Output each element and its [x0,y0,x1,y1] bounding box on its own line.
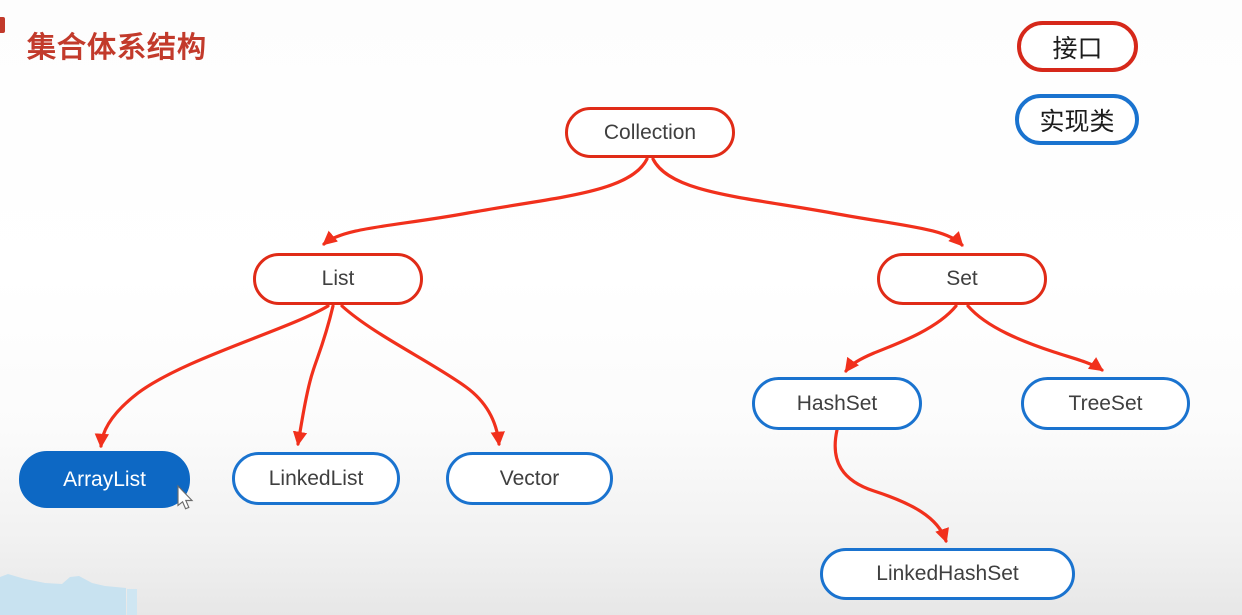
node-hashset[interactable]: HashSet [752,377,922,430]
edge-hashset-linkedhashset [833,428,949,544]
node-treeset[interactable]: TreeSet [1021,377,1190,430]
node-linkedhashset[interactable]: LinkedHashSet [820,548,1075,600]
node-set[interactable]: Set [877,253,1047,305]
node-collection[interactable]: Collection [565,107,735,158]
edge-collection-set [651,157,964,247]
legend-implementation-label: 实现类 [1039,107,1115,136]
legend-interface-label: 接口 [1052,34,1103,63]
left-edge-red-fragment [0,17,5,33]
edge-list-arraylist [94,304,330,449]
node-collection-label: Collection [603,120,697,144]
edge-collection-list [322,157,649,246]
node-list-label: List [321,267,355,290]
node-treeset-label: TreeSet [1068,391,1143,415]
node-arraylist[interactable]: ArrayList [19,451,190,508]
edge-set-hashset [844,304,958,373]
corner-artifact-shape [0,574,126,615]
legend-implementation-pill[interactable]: 实现类 [1015,94,1139,145]
node-set-label: Set [946,267,978,290]
node-vector-label: Vector [499,466,560,490]
edge-list-linkedlist [292,304,335,447]
node-arraylist-label: ArrayList [63,467,146,491]
node-linkedhashset-label: LinkedHashSet [876,562,1019,585]
edge-list-vector [340,304,505,447]
node-linkedlist-label: LinkedList [268,466,364,490]
edge-set-treeset [966,304,1104,372]
node-list[interactable]: List [253,253,423,305]
legend-interface-pill[interactable]: 接口 [1017,21,1138,72]
corner-artifact-shape-right [127,589,137,615]
page-title: 集合体系结构 [27,32,208,64]
node-vector[interactable]: Vector [446,452,613,505]
node-linkedlist[interactable]: LinkedList [232,452,400,505]
node-hashset-label: HashSet [796,391,878,415]
